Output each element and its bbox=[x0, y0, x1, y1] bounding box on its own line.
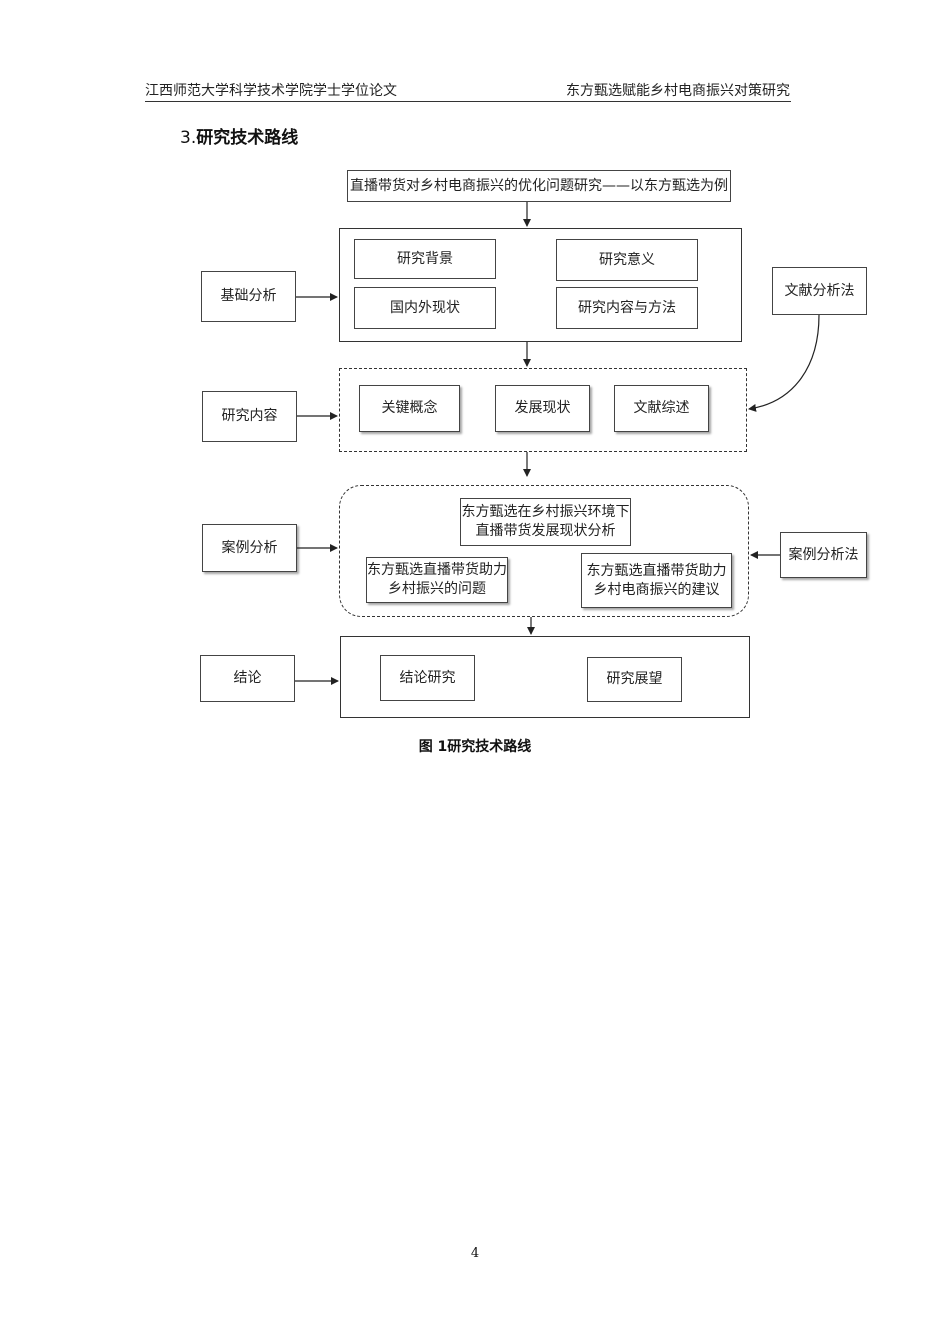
row1-item-significance: 研究意义 bbox=[556, 239, 698, 281]
page-number: 4 bbox=[470, 1246, 480, 1261]
row2-item-key-concepts: 关键概念 bbox=[359, 385, 460, 432]
running-header-right: 东方甄选赋能乡村电商振兴对策研究 bbox=[566, 83, 790, 99]
row4-item-outlook: 研究展望 bbox=[587, 657, 682, 702]
row4-label-conclusion: 结论 bbox=[200, 655, 295, 702]
running-header-left: 江西师范大学科学技术学院学士学位论文 bbox=[145, 83, 397, 99]
method-literature-analysis: 文献分析法 bbox=[772, 267, 867, 315]
row1-item-background: 研究背景 bbox=[354, 239, 496, 279]
row2-item-development-status: 发展现状 bbox=[495, 385, 590, 432]
row2-label-research-content: 研究内容 bbox=[202, 391, 297, 442]
row4-container bbox=[340, 636, 750, 718]
row3-item-suggestions: 东方甄选直播带货助力乡村电商振兴的建议 bbox=[581, 553, 732, 608]
section-title: 研究技术路线 bbox=[196, 128, 299, 148]
row1-item-content-method: 研究内容与方法 bbox=[556, 287, 698, 329]
diagram-top-title: 直播带货对乡村电商振兴的优化问题研究——以东方甄选为例 bbox=[347, 170, 731, 202]
arrow-literature-method-to-row2 bbox=[748, 314, 820, 412]
row1-container bbox=[339, 228, 742, 342]
row3-label-case-analysis: 案例分析 bbox=[202, 524, 297, 572]
row2-container bbox=[339, 368, 747, 452]
section-number: 3. bbox=[180, 128, 197, 148]
row3-container bbox=[339, 485, 749, 617]
row3-item-problems: 东方甄选直播带货助力乡村振兴的问题 bbox=[366, 557, 508, 603]
row4-item-conclusion-research: 结论研究 bbox=[380, 655, 475, 701]
figure-caption: 图 1研究技术路线 bbox=[418, 739, 532, 755]
section-heading: 3.研究技术路线 bbox=[180, 123, 298, 148]
row2-item-literature-review: 文献综述 bbox=[614, 385, 709, 432]
method-case-analysis: 案例分析法 bbox=[780, 532, 867, 578]
header-rule bbox=[145, 101, 791, 102]
row3-item-current-analysis: 东方甄选在乡村振兴环境下直播带货发展现状分析 bbox=[460, 498, 631, 546]
row1-label-basic-analysis: 基础分析 bbox=[201, 271, 296, 322]
row1-item-status-quo: 国内外现状 bbox=[354, 287, 496, 329]
